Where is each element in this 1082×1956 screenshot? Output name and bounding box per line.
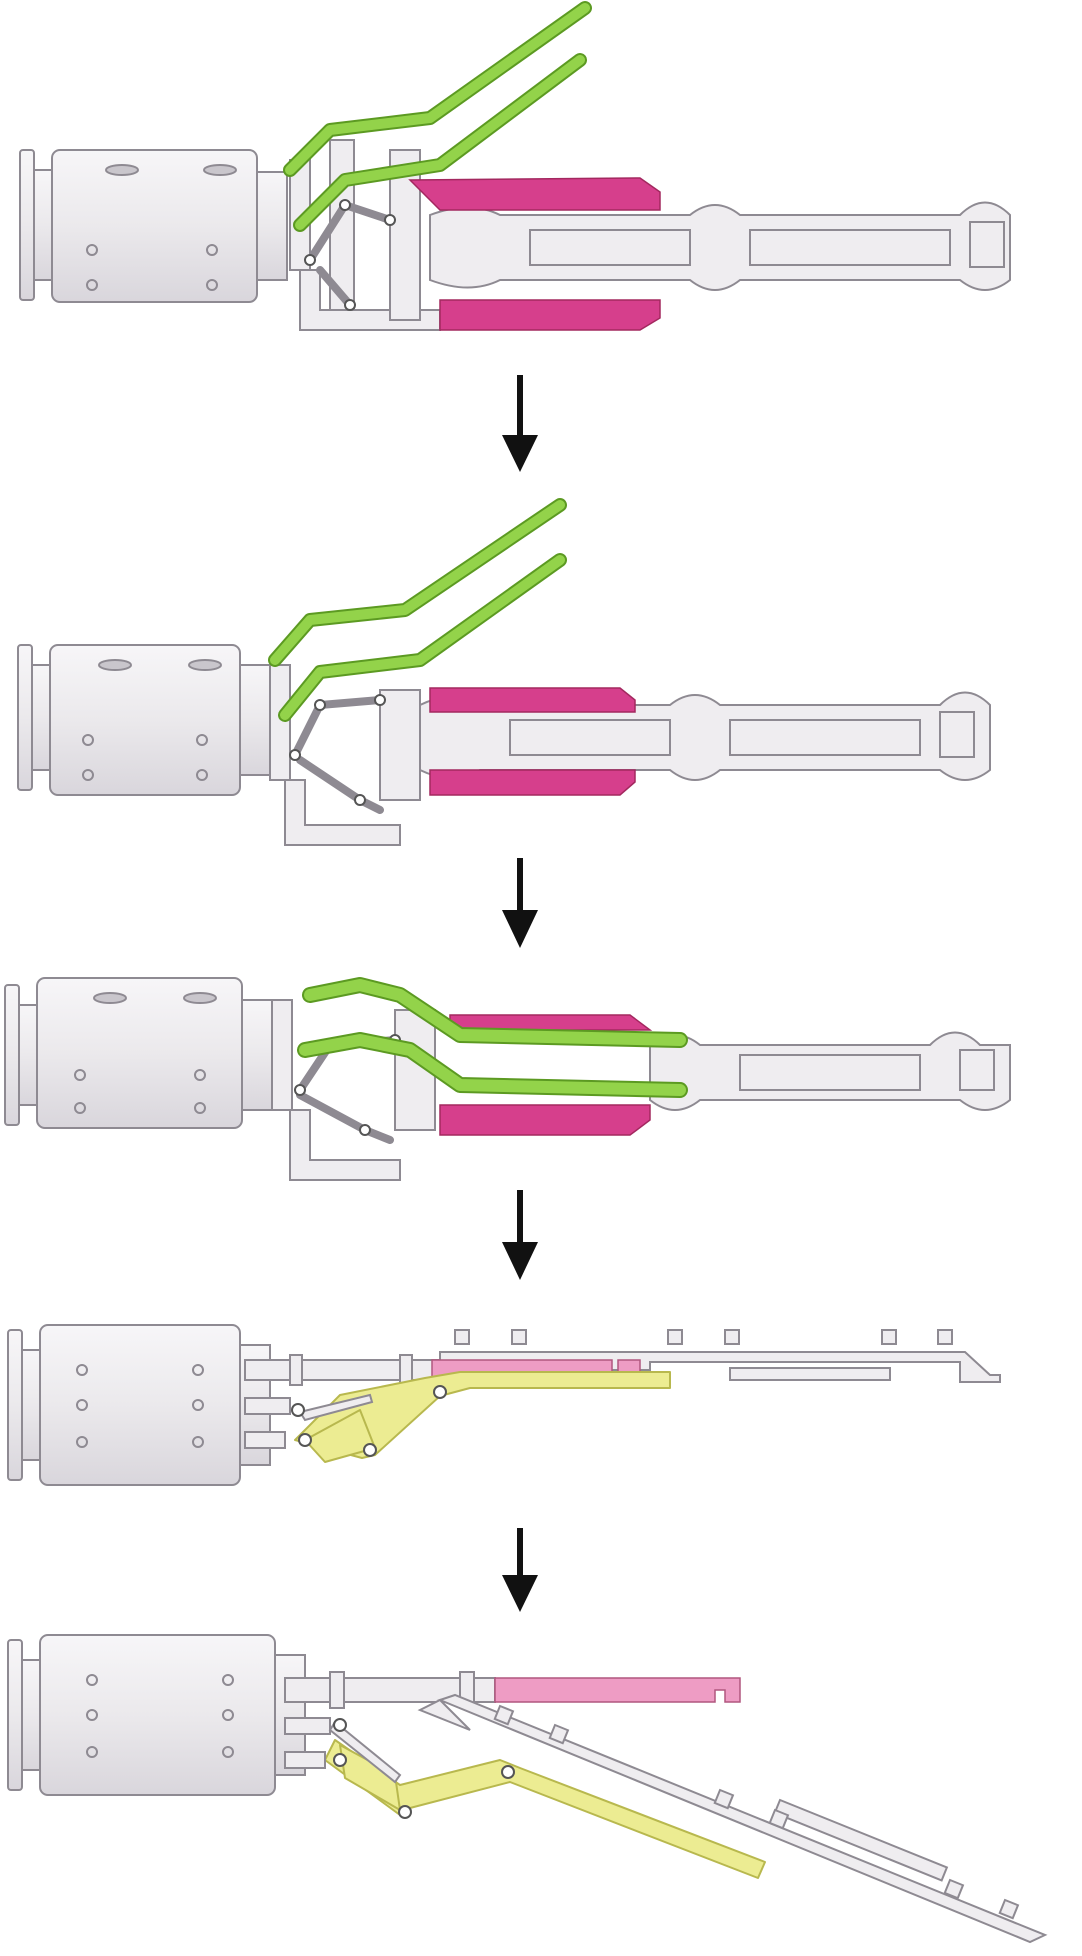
pivot-joints [333,1718,515,1819]
motor-housing [4,977,273,1129]
yellow-linkage [294,1371,671,1463]
stage-4-panel [7,1324,1001,1486]
stage-2-panel [17,498,991,846]
green-fingers [283,1,592,232]
down-arrow-icon [502,1528,538,1612]
linkage-bars [244,1393,374,1449]
down-arrow-icon [502,375,538,472]
yellow-linkage [324,1739,766,1879]
stage-1-panel [19,1,1011,331]
down-arrow-icon [502,858,538,948]
green-fingers [297,977,688,1098]
pivot-joints [304,199,396,311]
linkage-bars [284,1717,402,1784]
stage-5-panel [7,1634,1048,1944]
upper-rod [244,1354,446,1386]
down-arrow-icon [502,1190,538,1280]
green-fingers [268,498,567,722]
gripper-frame [269,664,991,846]
pivot-joints [289,694,386,806]
gripper-pads [408,177,661,331]
gripper-frame [271,999,1011,1181]
linkage-bars [291,696,384,814]
motor-housing [7,1324,271,1486]
motor-housing [17,644,271,796]
motor-housing [19,149,288,303]
gripper-plate [417,1693,1048,1944]
gripper-pad [494,1677,741,1703]
stage-3-panel [4,977,1011,1181]
pivot-joints [291,1385,447,1457]
motor-housing [7,1634,306,1796]
gripper-pads [429,687,636,796]
